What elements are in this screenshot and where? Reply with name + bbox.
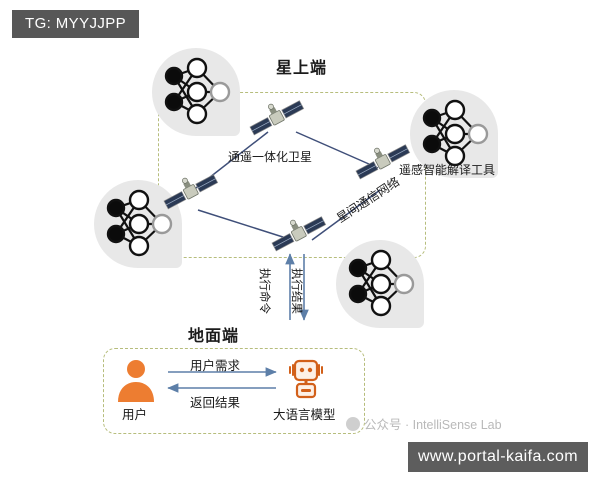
satellite-icon [355, 144, 411, 180]
user-icon [118, 360, 154, 402]
neural-net-icon [410, 90, 498, 178]
satellite-icon [271, 216, 327, 252]
ground-segment-title: 地面端 [188, 328, 240, 345]
neural-net-icon [336, 240, 424, 328]
user-demand-label: 用户需求 [190, 359, 241, 373]
url-badge: www.portal-kaifa.com [408, 442, 588, 472]
neural-net-icon [152, 48, 240, 136]
telegram-badge: TG: MYYJJPP [12, 10, 140, 38]
llm-label: 大语言模型 [273, 408, 336, 422]
space-segment-title: 星上端 [276, 60, 328, 77]
return-result-label: 返回结果 [190, 396, 241, 410]
interpretation-tool-label: 遥感智能解译工具 [399, 163, 496, 177]
wechat-icon [346, 416, 360, 431]
user-label: 用户 [122, 408, 148, 422]
robot-icon [289, 359, 323, 399]
watermark-text: 公众号 · IntelliSense Lab [364, 418, 502, 432]
satellite-label: 通遥一体化卫星 [228, 150, 313, 164]
result-arrow-label: 执行结果 [290, 268, 302, 314]
ground-segment-panel [103, 348, 365, 434]
satellite-icon [249, 100, 305, 136]
watermark: 公众号 · IntelliSense Lab [346, 414, 502, 433]
satellite-icon [163, 174, 219, 210]
command-arrow-label: 执行命令 [258, 268, 270, 314]
neural-net-icon [94, 180, 182, 268]
